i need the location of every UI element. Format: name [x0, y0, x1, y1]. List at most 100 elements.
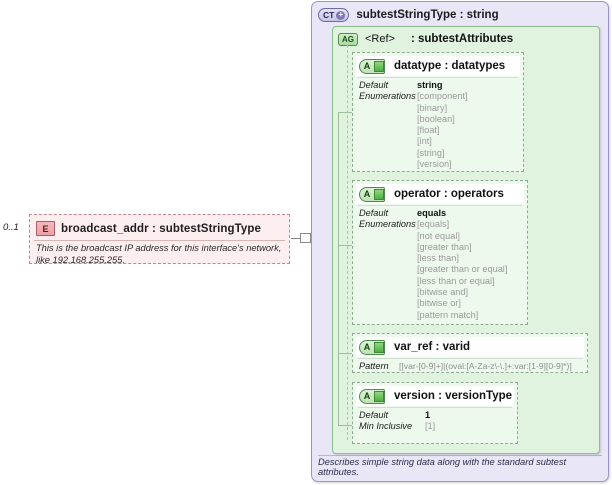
property-row: [greater than]	[359, 242, 523, 253]
property-row: [boolean]	[359, 114, 519, 125]
attribute-header: A version : versionType	[356, 386, 514, 406]
element-title: broadcast_addr : subtestStringType	[61, 222, 262, 235]
property-label	[359, 276, 417, 287]
attribute-properties: Pattern [[var-[0-9]+]|(oval:[A-Za-z\-\.]+…	[359, 361, 583, 372]
property-value: [1]	[425, 421, 436, 432]
property-row: [bitwise and]	[359, 287, 523, 298]
attribute-header: A operator : operators	[356, 184, 524, 204]
complex-type-header: CT + subtestStringType : string	[318, 6, 499, 24]
property-label: Pattern	[359, 361, 389, 371]
connector-line-left	[291, 238, 301, 239]
property-row: [pattern match]	[359, 310, 523, 321]
attribute-header: A var_ref : varid	[356, 337, 584, 357]
expand-icon[interactable]: +	[336, 10, 346, 20]
property-row: Min Inclusive [1]	[359, 421, 513, 432]
property-value: [bitwise and]	[417, 287, 469, 298]
attribute-badge-icon: A	[359, 339, 385, 355]
property-row: [less than]	[359, 253, 523, 264]
property-value: [greater than]	[417, 241, 472, 252]
element-header: E broadcast_addr : subtestStringType	[33, 218, 286, 239]
complex-type-title: subtestStringType : string	[356, 9, 499, 21]
attribute-group-ref: <Ref>	[365, 33, 395, 45]
attribute-divider	[358, 358, 582, 359]
property-value: [not equal]	[417, 230, 460, 241]
property-value: [binary]	[417, 102, 448, 113]
attribute-properties: Default equals Enumerations[equals] [not …	[359, 208, 523, 321]
property-row: Default string	[359, 80, 519, 91]
attribute-badge-chip	[374, 60, 384, 72]
attribute-divider	[358, 77, 518, 78]
property-value: [bitwise or]	[417, 298, 461, 309]
element-badge-icon: E	[36, 221, 55, 236]
attribute-badge-icon: A	[359, 58, 385, 74]
attribute-box-var-ref[interactable]: A var_ref : varid Pattern [[var-[0-9]+]|(…	[352, 333, 588, 373]
property-row: Default 1	[359, 410, 513, 421]
property-label: Min Inclusive	[359, 421, 413, 432]
property-row: [not equal]	[359, 231, 523, 242]
property-value: [[var-[0-9]+]|(oval:[A-Za-z\-\.]+:var:[1…	[399, 361, 572, 371]
property-label	[359, 231, 417, 242]
attribute-box-version[interactable]: A version : versionType Default 1 Min Inc…	[352, 382, 518, 444]
property-label: Enumerations	[359, 219, 416, 230]
attribute-badge-letter: A	[363, 342, 371, 352]
element-box-broadcast-addr[interactable]: E broadcast_addr : subtestStringType Thi…	[29, 214, 290, 265]
complex-type-documentation: Describes simple string data along with …	[318, 455, 602, 477]
property-label	[359, 287, 417, 298]
attribute-badge-chip	[374, 390, 384, 402]
property-value: [less than]	[417, 253, 459, 264]
property-value: 1	[425, 410, 431, 420]
attribute-box-operator[interactable]: A operator : operators Default equals Enu…	[352, 180, 528, 325]
property-row: [binary]	[359, 103, 519, 114]
attribute-group-type: : subtestAttributes	[410, 33, 514, 45]
property-value: [boolean]	[417, 113, 455, 124]
attribute-group-header: AG <Ref> : subtestAttributes	[338, 30, 513, 48]
property-row: Enumerations[equals]	[359, 219, 523, 230]
attribute-badge-icon: A	[359, 388, 385, 404]
property-row: Enumerations[component]	[359, 91, 519, 102]
property-label	[359, 242, 417, 253]
attribute-badge-icon: A	[359, 186, 385, 202]
property-value: string	[417, 80, 443, 90]
property-row: [greater than or equal]	[359, 264, 523, 275]
property-value: [float]	[417, 125, 440, 136]
collapse-toggle-icon[interactable]	[300, 233, 609, 472]
property-label: Enumerations	[359, 91, 416, 102]
property-value: [component]	[417, 91, 468, 102]
attribute-title: var_ref : varid	[394, 341, 471, 353]
property-value: equals	[417, 208, 447, 218]
element-divider	[34, 240, 285, 241]
property-row: [less than or equal]	[359, 276, 523, 287]
attribute-group-badge-icon: AG	[338, 32, 358, 46]
attribute-title: operator : operators	[394, 188, 504, 200]
attribute-badge-letter: A	[363, 391, 371, 401]
attribute-badge-chip	[374, 341, 384, 353]
property-label	[359, 310, 417, 321]
tree-branch-varref	[338, 353, 352, 354]
property-row: [float]	[359, 125, 519, 136]
attribute-properties: Default string Enumerations[component] [b…	[359, 80, 519, 170]
attribute-properties: Default 1 Min Inclusive [1]	[359, 410, 513, 433]
property-label	[359, 136, 417, 147]
tree-branch-datatype	[338, 112, 352, 113]
property-label	[359, 103, 417, 114]
property-row: [version]	[359, 159, 519, 170]
tree-spine-vertical	[338, 112, 339, 425]
property-label: Default	[359, 410, 389, 420]
attribute-badge-letter: A	[363, 61, 371, 71]
property-value: [equals]	[417, 219, 450, 230]
attribute-badge-letter: A	[363, 189, 371, 199]
property-label	[359, 159, 417, 170]
property-label: Default	[359, 80, 389, 90]
property-value: [string]	[417, 147, 445, 158]
property-row: [int]	[359, 136, 519, 147]
complex-type-badge-label: CT	[323, 10, 335, 20]
complex-type-badge-icon[interactable]: CT +	[318, 8, 350, 22]
tree-branch-version	[338, 425, 352, 426]
attribute-badge-chip	[374, 188, 384, 200]
property-label: Default	[359, 208, 389, 218]
property-label	[359, 148, 417, 159]
attribute-divider	[358, 407, 512, 408]
property-row: [bitwise or]	[359, 298, 523, 309]
occurrence-label: 0..1	[3, 222, 19, 233]
